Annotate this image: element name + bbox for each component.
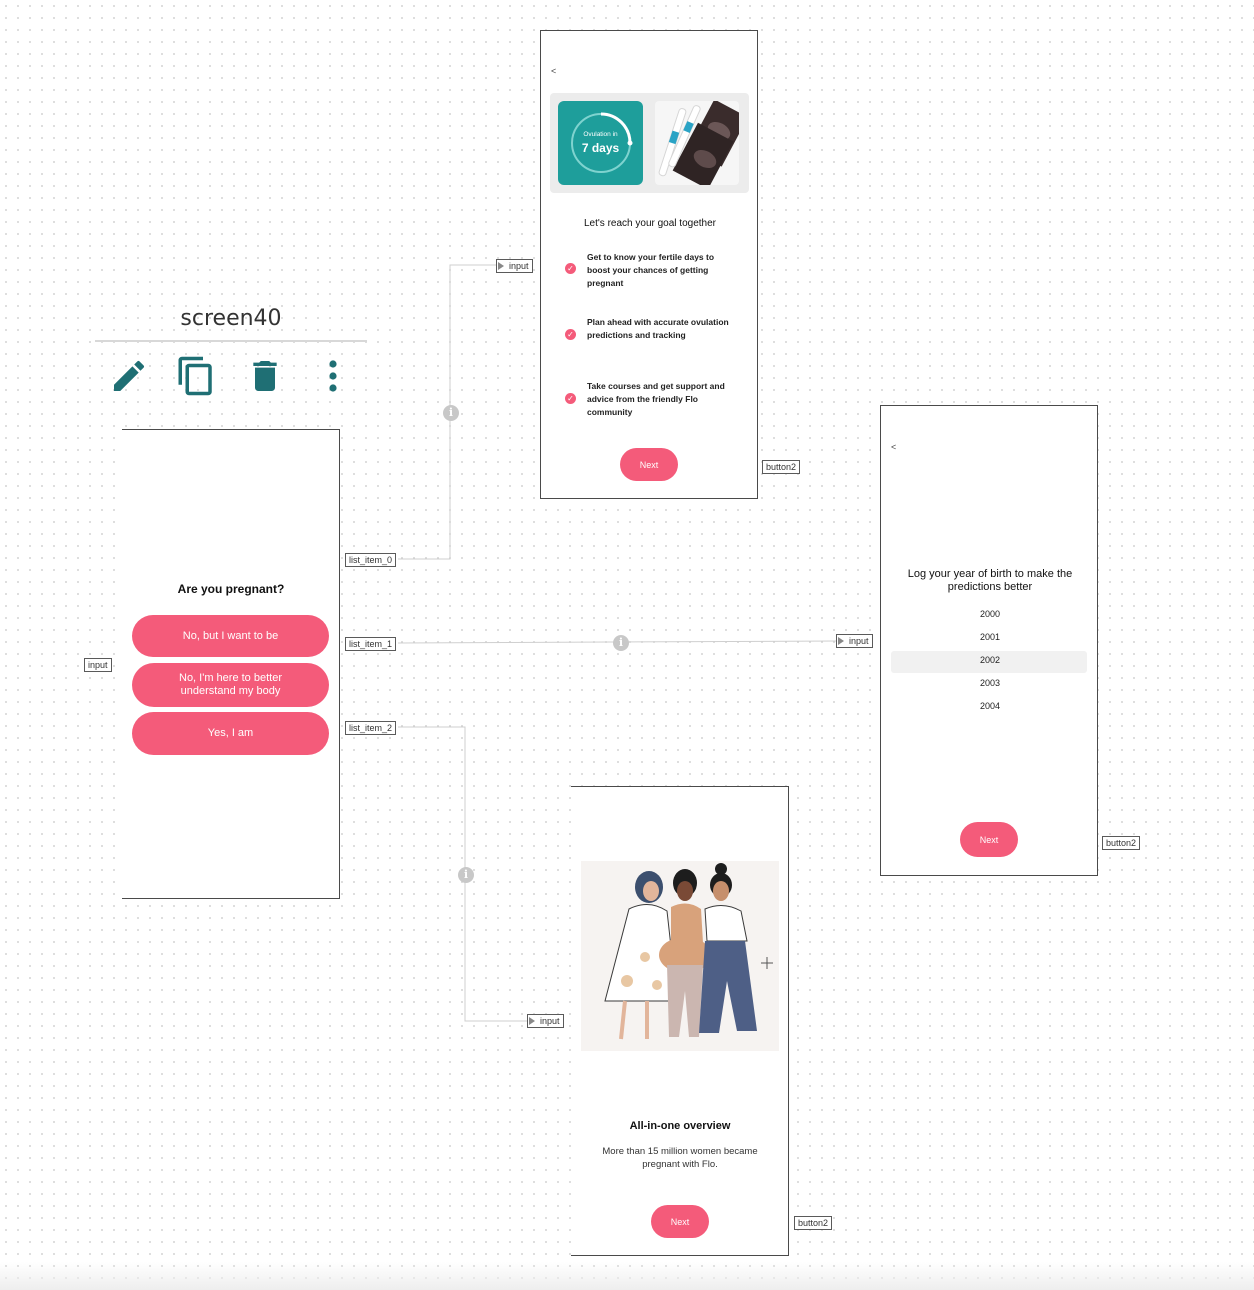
birth-button2-port[interactable]: button2: [1102, 836, 1141, 850]
title-divider: [95, 340, 367, 342]
overview-next-button[interactable]: Next: [651, 1205, 709, 1238]
option-want-to-be-button[interactable]: No, but I want to be: [132, 615, 329, 657]
screen-overview: All-in-one overview More than 15 million…: [571, 786, 789, 1256]
women-illustration: [581, 861, 779, 1051]
trash-icon[interactable]: [245, 354, 285, 398]
screen-birth-year: < Log your year of birth to make the pre…: [880, 405, 1098, 876]
goal-headline: Let's reach your goal together: [584, 218, 716, 229]
benefit-text-3: Take courses and get support and advice …: [587, 381, 725, 417]
pregnancy-test-image: [658, 101, 739, 185]
info-icon[interactable]: i: [443, 405, 459, 421]
year-option[interactable]: 2001: [979, 632, 1001, 642]
pencil-icon[interactable]: [109, 356, 149, 396]
goal-next-button[interactable]: Next: [620, 448, 678, 481]
list-item-1-port[interactable]: list_item_1: [345, 637, 397, 651]
overview-input-port[interactable]: input: [527, 1014, 564, 1028]
overview-body: More than 15 million women became pregna…: [602, 1146, 758, 1170]
overview-button2-port[interactable]: button2: [794, 1216, 833, 1230]
list-item-0-port[interactable]: list_item_0: [345, 553, 397, 567]
ovulation-label: Ovulation in: [583, 131, 618, 138]
benefit-text-2: Plan ahead with accurate ovulation predi…: [587, 317, 729, 340]
screen-title: screen40: [180, 306, 282, 331]
toolbar: [105, 350, 355, 400]
screen-pregnancy-question: Are you pregnant? No, but I want to be N…: [122, 429, 340, 899]
list-item-2-port[interactable]: list_item_2: [345, 721, 397, 735]
overview-headline: All-in-one overview: [629, 1120, 731, 1132]
back-button[interactable]: <: [891, 442, 897, 452]
question-title: Are you pregnant?: [177, 582, 285, 596]
year-picker[interactable]: 2000 2001 2002 2003 2004: [881, 602, 1099, 718]
option-understand-body-button[interactable]: No, I'm here to better understand my bod…: [132, 663, 329, 707]
back-button[interactable]: <: [551, 66, 557, 76]
more-vert-icon[interactable]: [321, 356, 345, 396]
year-option[interactable]: 2003: [979, 678, 1001, 688]
year-option-selected[interactable]: 2002: [979, 655, 1001, 665]
birth-headline: Log your year of birth to make the predi…: [907, 568, 1073, 593]
check-icon: ✓: [565, 393, 576, 404]
goal-input-port[interactable]: input: [496, 259, 533, 273]
info-icon[interactable]: i: [458, 867, 474, 883]
check-icon: ✓: [565, 329, 576, 340]
progress-ring-icon: [571, 112, 633, 173]
input-port[interactable]: input: [84, 658, 112, 672]
bottom-fade: [0, 1262, 1254, 1290]
goal-button2-port[interactable]: button2: [762, 460, 801, 474]
year-option[interactable]: 2000: [979, 609, 1001, 619]
screen-reach-goal: < Ovulation in 7 days Let's rea: [540, 30, 758, 499]
ovulation-card: Ovulation in 7 days: [558, 101, 643, 185]
benefit-text-1: Get to know your fertile days to boost y…: [587, 252, 715, 288]
option-yes-button[interactable]: Yes, I am: [132, 712, 329, 755]
copy-icon[interactable]: [175, 354, 217, 398]
birth-input-port[interactable]: input: [836, 634, 873, 648]
ultrasound-photo: [655, 101, 739, 185]
selected-year-highlight: [891, 651, 1087, 673]
ovulation-days: 7 days: [581, 141, 620, 155]
birth-next-button[interactable]: Next: [960, 822, 1018, 857]
year-option[interactable]: 2004: [979, 701, 1001, 711]
pregnant-women-illustration: [604, 863, 773, 1040]
hero-image-area: Ovulation in 7 days: [550, 93, 749, 193]
check-icon: ✓: [565, 263, 576, 274]
info-icon[interactable]: i: [613, 635, 629, 651]
